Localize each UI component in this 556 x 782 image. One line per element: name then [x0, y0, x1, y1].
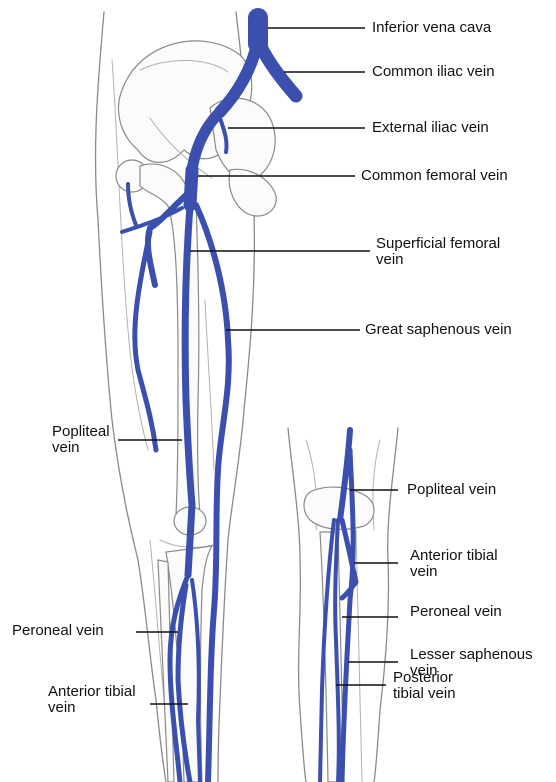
label-posterior-tibial-vein-inset: Posterior tibial vein [393, 670, 456, 702]
label-popliteal-vein-main: Popliteal vein [52, 424, 110, 456]
label-inferior-vena-cava: Inferior vena cava [372, 20, 491, 36]
label-popliteal-vein-inset: Popliteal vein [407, 482, 496, 498]
label-anterior-tibial-vein-main: Anterior tibial vein [48, 684, 136, 716]
common-iliac-vein-path [258, 40, 296, 96]
label-anterior-tibial-vein-inset: Anterior tibial vein [410, 548, 498, 580]
label-common-femoral-vein: Common femoral vein [361, 168, 508, 184]
common-femoral-vein-path [190, 170, 192, 205]
label-common-iliac-vein: Common iliac vein [372, 64, 495, 80]
label-peroneal-vein-main: Peroneal vein [12, 623, 104, 639]
label-superficial-femoral-vein: Superficial femoral vein [376, 236, 500, 268]
label-peroneal-vein-inset: Peroneal vein [410, 604, 502, 620]
label-great-saphenous-vein: Great saphenous vein [365, 322, 512, 338]
popliteal-vein-path [188, 505, 192, 575]
label-external-iliac-vein: External iliac vein [372, 120, 489, 136]
